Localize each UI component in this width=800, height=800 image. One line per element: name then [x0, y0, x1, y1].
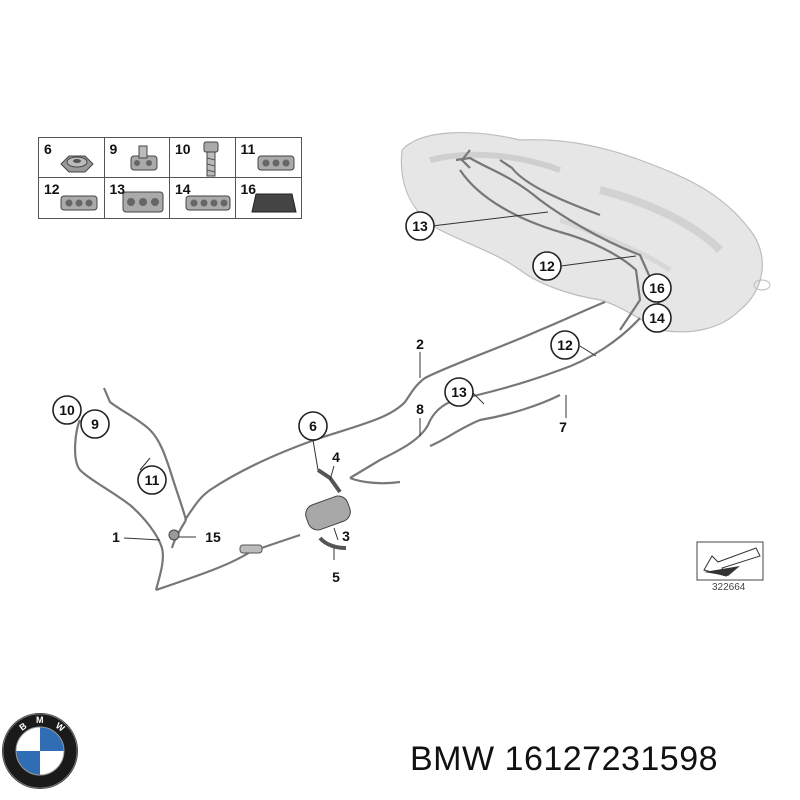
pad-icon: [250, 193, 297, 213]
label-4: 4: [332, 449, 340, 465]
clip-icon: [60, 195, 98, 211]
fuel-filter: [168, 468, 351, 554]
bmw-logo: B M W: [2, 713, 78, 789]
svg-text:B: B: [17, 720, 28, 732]
svg-text:13: 13: [451, 384, 467, 400]
label-1: 1: [112, 529, 120, 545]
callout-11: 11: [137, 465, 167, 495]
callout-6: 6: [298, 411, 328, 441]
part-number: 9: [109, 141, 118, 157]
parts-cell: 11: [235, 138, 301, 178]
parts-cell: 10: [170, 138, 236, 178]
callout-12-top: 12: [532, 251, 562, 281]
part-number: 10: [175, 141, 191, 157]
orientation-arrow-icon: [696, 541, 764, 581]
svg-text:16: 16: [649, 280, 665, 296]
label-8: 8: [416, 401, 424, 417]
diagram-id: 322664: [712, 582, 746, 593]
svg-text:10: 10: [59, 402, 75, 418]
part-number: 14: [175, 181, 191, 197]
callout-9: 9: [80, 409, 110, 439]
callout-16: 16: [642, 273, 672, 303]
svg-text:13: 13: [412, 218, 428, 234]
label-2: 2: [416, 336, 424, 352]
part-number: 16: [240, 181, 257, 197]
svg-text:12: 12: [557, 337, 573, 353]
svg-text:9: 9: [91, 416, 99, 432]
part-number: 12: [44, 181, 60, 197]
parts-cell: 16: [236, 178, 302, 218]
clip-icon: [130, 145, 157, 171]
svg-text:14: 14: [649, 310, 665, 326]
clip-icon: [122, 191, 163, 213]
label-15: 15: [205, 529, 221, 545]
nut-icon: [60, 155, 94, 173]
svg-text:11: 11: [145, 472, 160, 488]
svg-text:M: M: [36, 715, 44, 725]
part-number: 11: [240, 141, 256, 157]
parts-cell: 13: [105, 178, 170, 218]
svg-text:12: 12: [539, 258, 555, 274]
parts-cell: 12: [39, 178, 105, 218]
clip-icon: [185, 195, 231, 211]
brand-part-number: BMW 16127231598: [410, 740, 719, 778]
label-5: 5: [332, 569, 340, 585]
parts-table: 6 9 10: [38, 137, 302, 219]
callout-12-mid: 12: [550, 330, 580, 360]
parts-cell: 14: [170, 178, 236, 218]
callout-13-top: 13: [405, 211, 435, 241]
svg-text:6: 6: [309, 418, 317, 434]
part-number: 13: [109, 181, 126, 197]
callout-14: 14: [642, 303, 672, 333]
callout-10: 10: [52, 395, 82, 425]
fuel-tank: [400, 131, 771, 333]
bolt-icon: [203, 141, 219, 177]
part-number: 6: [44, 141, 52, 157]
label-3: 3: [342, 528, 350, 544]
parts-cell: 6: [39, 138, 105, 178]
label-7: 7: [559, 419, 567, 435]
parts-cell: 9: [104, 138, 170, 178]
clip-icon: [257, 155, 294, 171]
callout-13-mid: 13: [444, 377, 474, 407]
